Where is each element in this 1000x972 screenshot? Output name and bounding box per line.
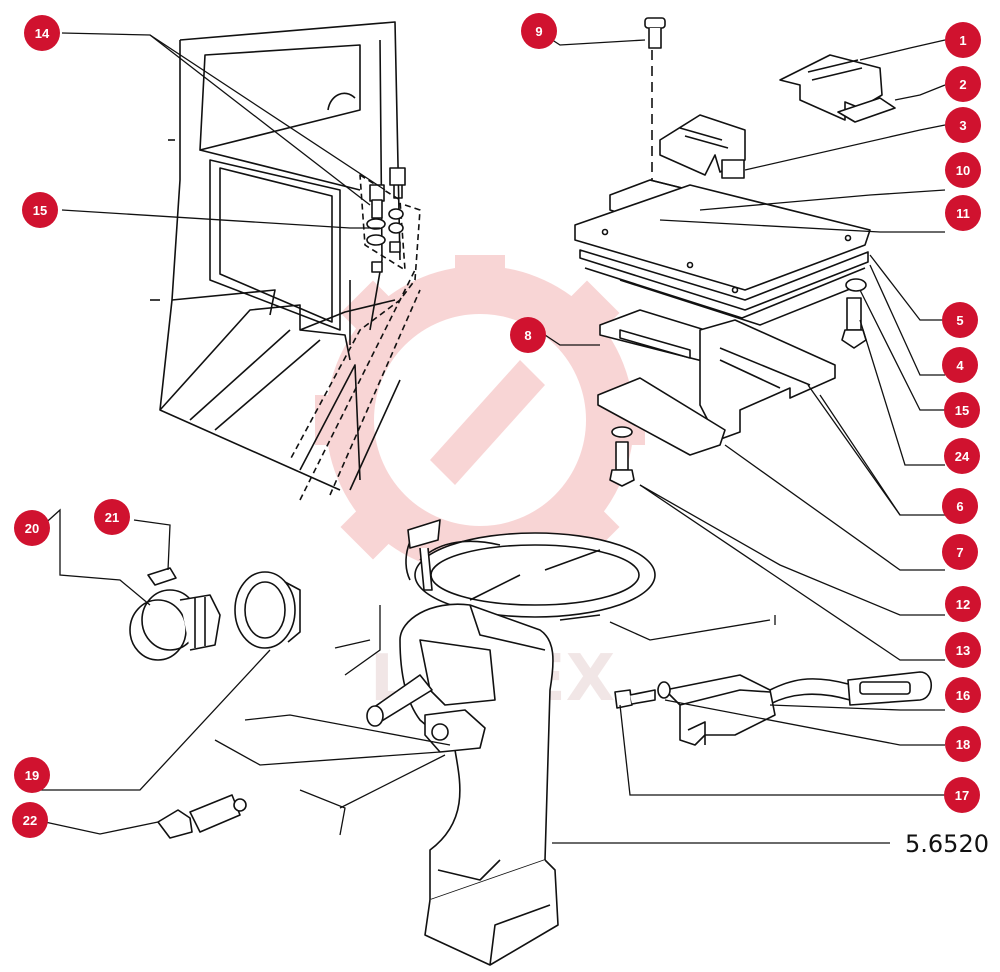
callout-badge[interactable]: 13 [945, 632, 981, 668]
wheel-knob-icon [407, 519, 441, 591]
callout-badge[interactable]: 15 [944, 392, 980, 428]
callout-number: 5 [956, 313, 963, 328]
callout-badge[interactable]: 19 [14, 757, 50, 793]
callout-badge[interactable]: 17 [944, 777, 980, 813]
bezel-ring-icon [234, 571, 301, 649]
callout-badge[interactable]: 6 [942, 488, 978, 524]
callout-badge[interactable]: 5 [942, 302, 978, 338]
callout-badge[interactable]: 12 [945, 586, 981, 622]
callout-badge[interactable]: 22 [12, 802, 48, 838]
callout-number: 1 [959, 33, 966, 48]
mounting-bracket [289, 174, 421, 501]
washer-icon [657, 681, 671, 699]
callout-badge[interactable]: 15 [22, 192, 58, 228]
callout-number: 6 [956, 499, 963, 514]
callout-number: 4 [956, 358, 964, 373]
callout-badge[interactable]: 18 [945, 726, 981, 762]
callout-badge[interactable]: 24 [944, 438, 980, 474]
callout-number: 9 [535, 24, 542, 39]
indicator-switch [424, 709, 486, 753]
washer-bolt-icon [609, 426, 635, 487]
steering-wheel [405, 524, 656, 618]
callout-number: 8 [524, 328, 531, 343]
console-plate-stack [574, 17, 896, 487]
bulb-icon [147, 567, 177, 586]
cab-wall-assembly [150, 21, 421, 501]
callout-number: 15 [33, 203, 47, 218]
callout-badge[interactable]: 7 [942, 534, 978, 570]
callout-number: 10 [956, 163, 970, 178]
callout-badges: 14 15 20 21 19 22 9 8 1 2 3 10 11 5 4 15… [12, 13, 981, 838]
bolt-icon [841, 297, 867, 349]
cable-end-fitting [769, 671, 933, 706]
callout-badge[interactable]: 10 [945, 152, 981, 188]
callout-number: 16 [956, 688, 970, 703]
callout-number: 11 [956, 206, 970, 221]
callout-badge[interactable]: 11 [945, 195, 981, 231]
callout-badge[interactable]: 14 [24, 15, 60, 51]
callout-number: 2 [959, 77, 966, 92]
callout-badge[interactable]: 4 [942, 347, 978, 383]
callout-badge[interactable]: 2 [945, 66, 981, 102]
callout-number: 12 [956, 597, 970, 612]
lamp-socket-icon [157, 794, 247, 839]
mounting-plate [574, 184, 871, 311]
callout-number: 13 [956, 643, 970, 658]
callout-number: 15 [955, 403, 969, 418]
callout-badge[interactable]: 21 [94, 499, 130, 535]
small-plate [837, 97, 896, 123]
column-housing [399, 603, 559, 966]
bolt-icon [614, 689, 656, 709]
watermark-gear-icon [315, 255, 645, 585]
callout-number: 18 [956, 737, 970, 752]
base-plate [597, 377, 726, 456]
rotary-switch-knob-icon [129, 589, 221, 661]
gasket-plate [584, 267, 866, 326]
callout-number: 20 [25, 521, 39, 536]
mid-clamp-bracket [659, 114, 746, 179]
callout-badge[interactable]: 8 [510, 317, 546, 353]
hex-bolt-icon [389, 167, 406, 199]
lever-shaft [366, 674, 433, 727]
steering-column-assembly [366, 519, 656, 966]
reference-code: 5.6520 [905, 830, 989, 858]
callout-number: 14 [35, 26, 50, 41]
callout-number: 7 [956, 545, 963, 560]
callout-number: 21 [105, 510, 119, 525]
callout-number: 3 [959, 118, 966, 133]
callout-badge[interactable]: 16 [945, 677, 981, 713]
callout-number: 19 [25, 768, 39, 783]
bolt-stack-icon [366, 184, 404, 273]
top-clamp-bracket [779, 54, 883, 121]
switch-parts [129, 567, 301, 839]
washer-icon [845, 278, 867, 292]
callout-badge[interactable]: 3 [945, 107, 981, 143]
callout-number: 17 [955, 788, 969, 803]
callout-badge[interactable]: 9 [521, 13, 557, 49]
callout-badge[interactable]: 20 [14, 510, 50, 546]
callout-number: 22 [23, 813, 37, 828]
callout-number: 24 [955, 449, 970, 464]
callout-badge[interactable]: 1 [945, 22, 981, 58]
lever-cable-assembly [614, 671, 933, 746]
frame-bracket [599, 309, 836, 441]
